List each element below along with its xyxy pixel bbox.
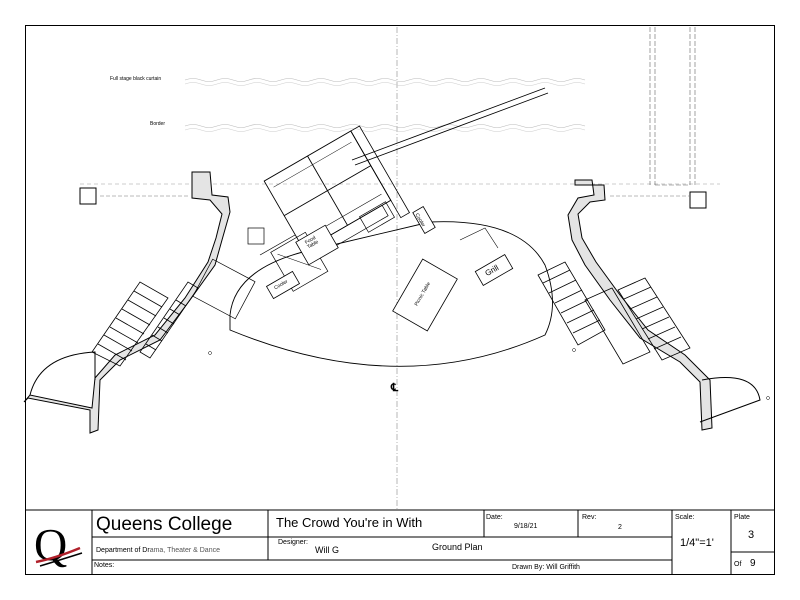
full-stage-curtain-line <box>184 78 586 82</box>
drawing-type: Ground Plan <box>432 542 483 552</box>
plate-label: Plate <box>734 514 750 521</box>
right-stairs <box>537 261 691 365</box>
upstage-right-flats <box>649 27 696 186</box>
grill <box>474 254 514 286</box>
show-title: The Crowd You're in With <box>276 515 423 530</box>
designer-value: Will G <box>315 545 339 555</box>
scale-label: Scale: <box>675 514 695 521</box>
date-value: 9/18/21 <box>514 523 538 530</box>
diagonal-batten <box>351 87 549 166</box>
date-label: Date: <box>486 514 503 521</box>
plate-value: 3 <box>748 529 755 541</box>
rev-value: 2 <box>618 524 622 531</box>
left-stairs <box>91 281 199 367</box>
of-label: Of <box>734 561 742 568</box>
picnic-table <box>392 258 458 332</box>
curtain-label: Full stage black curtain <box>110 76 162 82</box>
border-curtain-line <box>184 124 586 128</box>
left-proscenium-wall <box>23 171 231 434</box>
department-name: Department of Drama, Theater & Dance <box>96 547 220 554</box>
title-block-grid <box>25 509 775 575</box>
designer-label: Designer: <box>278 539 308 546</box>
of-value: 9 <box>750 558 756 569</box>
rev-label: Rev: <box>582 514 597 521</box>
drawn-by: Drawn By: Will Griffith <box>512 564 580 571</box>
org-name: Queens College <box>96 514 233 535</box>
notes-label: Notes: <box>94 562 115 569</box>
drawing-frame <box>25 25 775 575</box>
scale-value: 1/4"=1' <box>680 537 714 549</box>
platform-small <box>247 227 265 245</box>
cooler-right <box>412 206 436 234</box>
right-proscenium-wall <box>567 179 713 431</box>
centerline-symbol: ℄ <box>391 382 399 394</box>
food-table <box>295 224 339 266</box>
pillar-right <box>689 191 707 209</box>
side-unit-left <box>192 258 256 320</box>
cooler-left <box>265 270 301 300</box>
queens-college-logo: Q <box>34 519 83 570</box>
pillar-left <box>79 187 97 205</box>
border-label: Border <box>150 121 166 127</box>
